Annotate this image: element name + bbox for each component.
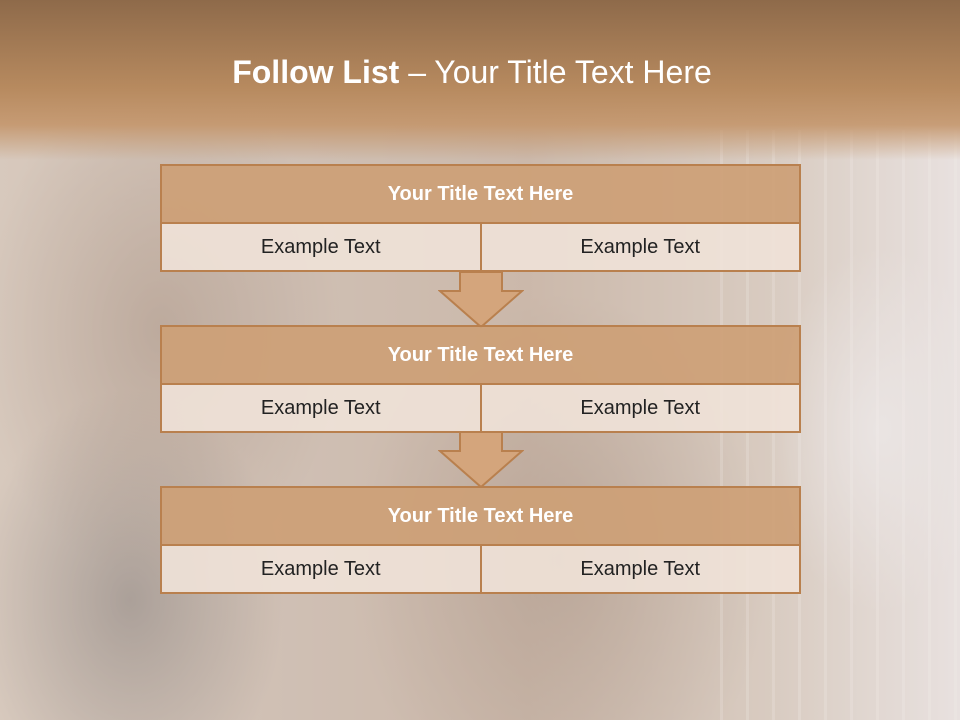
block-title: Your Title Text Here xyxy=(162,488,799,546)
down-arrow-icon xyxy=(438,271,524,329)
block-cell-right: Example Text xyxy=(479,385,799,431)
block-cell-right: Example Text xyxy=(479,546,799,592)
down-arrow-icon xyxy=(438,431,524,489)
header-band xyxy=(0,0,960,160)
block-title: Your Title Text Here xyxy=(162,166,799,224)
block-row: Example Text Example Text xyxy=(162,224,799,270)
block-row: Example Text Example Text xyxy=(162,546,799,592)
block-cell-left: Example Text xyxy=(162,224,480,270)
slide-title: Follow List – Your Title Text Here xyxy=(0,54,944,91)
list-block-2: Your Title Text Here Example Text Exampl… xyxy=(160,325,801,433)
block-cell-left: Example Text xyxy=(162,546,480,592)
list-block-3: Your Title Text Here Example Text Exampl… xyxy=(160,486,801,594)
block-row: Example Text Example Text xyxy=(162,385,799,431)
block-title: Your Title Text Here xyxy=(162,327,799,385)
block-cell-left: Example Text xyxy=(162,385,480,431)
list-block-1: Your Title Text Here Example Text Exampl… xyxy=(160,164,801,272)
block-cell-right: Example Text xyxy=(479,224,799,270)
slide-title-bold: Follow List xyxy=(232,54,400,90)
slide-title-rest: – Your Title Text Here xyxy=(399,54,712,90)
